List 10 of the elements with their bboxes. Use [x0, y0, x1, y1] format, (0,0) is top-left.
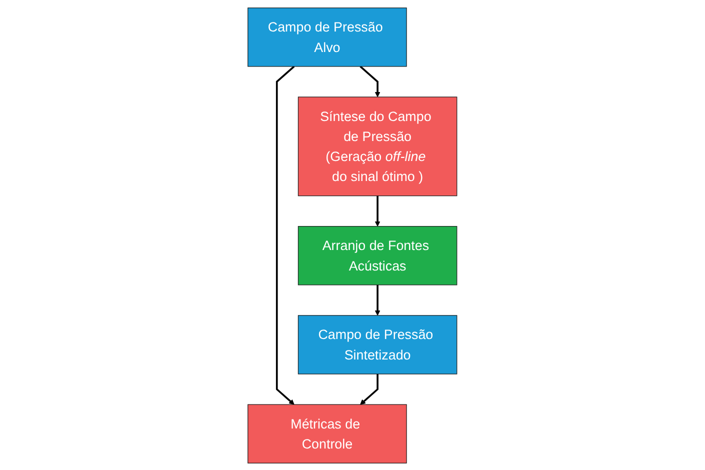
arrow — [360, 374, 379, 404]
node-box: Síntese do Campo de Pressão (Geração off-line do sinal ótimo ) — [298, 96, 458, 196]
arrow — [276, 65, 295, 404]
arrow — [374, 284, 380, 316]
node-box: Arranjo de Fontes Acústicas — [298, 226, 458, 285]
arrow — [374, 195, 380, 226]
node-box: Métricas de Controle — [248, 404, 407, 463]
arrow — [360, 65, 380, 97]
node-box: Campo de Pressão Alvo — [248, 7, 407, 66]
node-box: Campo de Pressão Sintetizado — [298, 314, 458, 374]
